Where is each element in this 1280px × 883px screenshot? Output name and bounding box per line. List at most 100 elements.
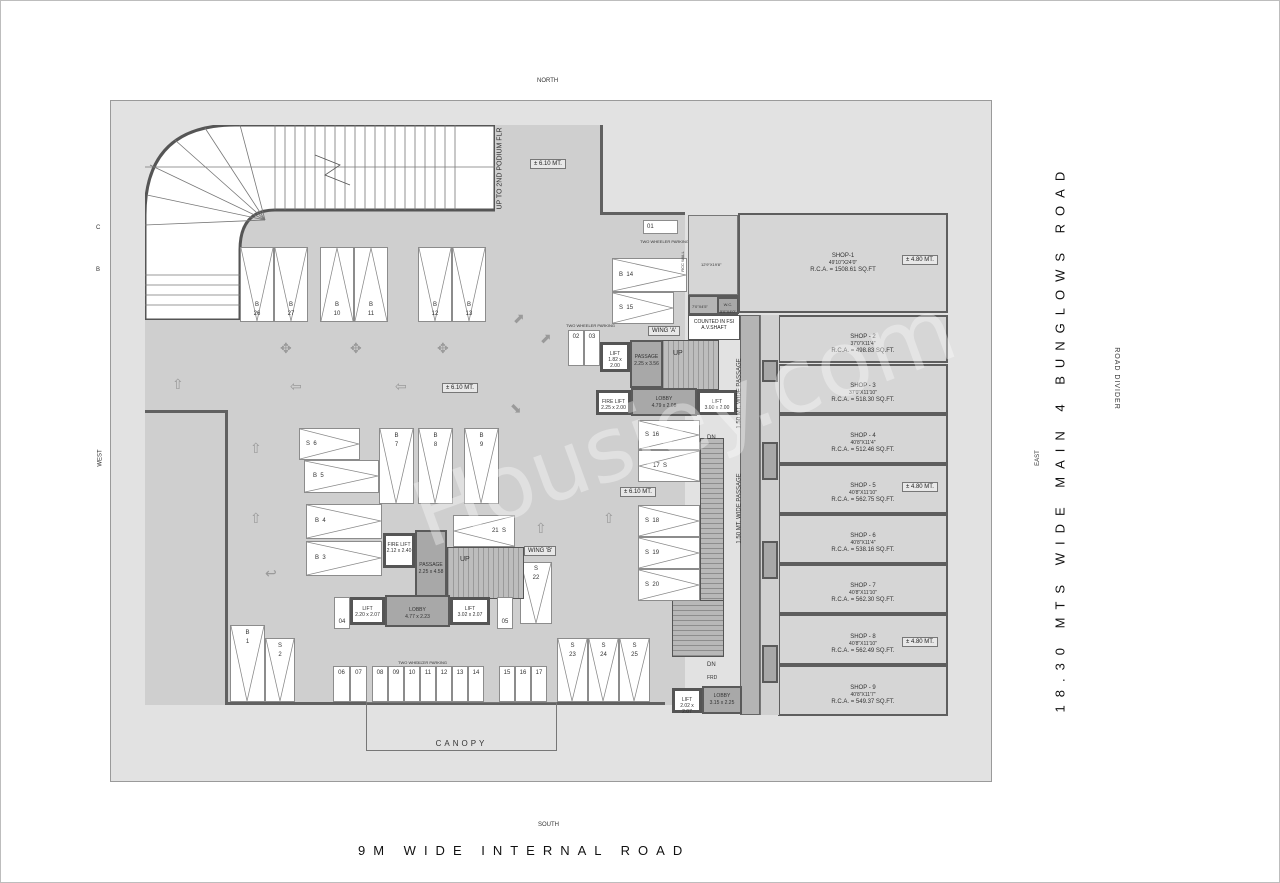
lift-east: LIFT 2.02 x 2.07 <box>672 688 702 715</box>
wall <box>600 212 685 215</box>
two-wheeler-bay: 06 <box>333 666 350 702</box>
level-marker: ± 4.80 MT. <box>902 255 938 265</box>
two-wheeler-bay: 11 <box>420 666 436 702</box>
east-staircase-lower <box>672 600 724 657</box>
frd-label: FRD <box>707 675 718 681</box>
two-wheeler-bay: 03 <box>584 330 600 366</box>
wing-a-passage: PASSAGE 2.25 x 3.56 <box>630 340 663 388</box>
passage-label: 1.50 MT. WIDE PASSAGE <box>736 358 743 429</box>
traffic-arrow-icon: ⬈ <box>540 330 552 346</box>
south-road-label: 9M WIDE INTERNAL ROAD <box>358 843 691 858</box>
ramp <box>143 123 497 322</box>
wc-room <box>762 645 778 683</box>
wing-a-staircase <box>662 340 719 390</box>
parking-floor-west <box>145 325 235 410</box>
wall <box>225 702 665 705</box>
two-wheeler-bay: 01 <box>643 220 678 234</box>
east-staircase <box>700 438 724 605</box>
traffic-arrow-icon: ⇧ <box>172 376 184 392</box>
dn-label: DN <box>707 662 716 668</box>
corner-room: 12'9"X19'8" <box>688 215 738 295</box>
up-label: UP <box>460 556 470 563</box>
wc-room <box>762 360 778 382</box>
parking-bay: 17 S <box>638 450 700 482</box>
traffic-arrow-icon: ✥ <box>280 340 292 356</box>
two-wheeler-bay: 09 <box>388 666 404 702</box>
two-wheeler-bay: 08 <box>372 666 388 702</box>
parking-bay: S 6 <box>299 428 360 460</box>
parking-bay: S 18 <box>638 505 700 537</box>
two-wheeler-bay: 15 <box>499 666 515 702</box>
parking-bay: S 16 <box>638 420 700 450</box>
traffic-arrow-icon: ✥ <box>350 340 362 356</box>
lift-wing-b-left: LIFT 2.20 x 2.07 <box>350 597 385 625</box>
wall <box>145 410 227 413</box>
east-passage <box>740 315 760 715</box>
parking-bay: B 5 <box>304 460 379 493</box>
ramp-label: UP TO 2ND PODIUM FLR <box>496 127 504 210</box>
two-wheeler-bay: 04 <box>334 597 350 629</box>
two-wheeler-bay: 14 <box>468 666 484 702</box>
traffic-arrow-icon: ↩ <box>265 565 277 581</box>
wing-a-lobby: LOBBY 4.79 x 2.08 <box>631 388 697 416</box>
two-wheeler-label: TWO WHEELER PARKING <box>566 323 616 328</box>
parking-bay: B 14 <box>612 258 687 292</box>
parking-bay: S 20 <box>638 569 700 601</box>
up-label: UP <box>673 350 683 357</box>
two-wheeler-bay: 05 <box>497 597 513 629</box>
wing-b-staircase <box>447 547 524 599</box>
level-marker: ± 6.10 MT. <box>442 383 478 393</box>
fire-lift-wing-a: FIRE LIFT 2.25 x 2.00 <box>596 390 631 415</box>
two-wheeler-bay: 12 <box>436 666 452 702</box>
two-wheeler-row-c: 15 16 17 <box>499 666 547 702</box>
wing-b-passage: PASSAGE 2.25 x 4.58 <box>415 530 447 598</box>
road-divider-label: ROAD DIVIDER <box>1112 347 1120 410</box>
two-wheeler-bay: 10 <box>404 666 420 702</box>
rcc-wall-label: RCC WALL <box>679 251 685 272</box>
traffic-arrow-icon: ⇧ <box>250 440 262 456</box>
parking-bay: S 15 <box>612 292 674 324</box>
traffic-arrow-icon: ⬊ <box>510 400 522 416</box>
traffic-arrow-icon: ⇔ <box>413 653 427 669</box>
lift-wing-a-small: LIFT 1.82 x 2.00 <box>600 342 630 372</box>
wc-room <box>762 541 778 579</box>
passage-label: 1.50 MT. WIDE PASSAGE <box>736 473 743 544</box>
level-marker: ± 6.10 MT. <box>620 487 656 497</box>
east-lobby: LOBBY 3.15 x 2.25 <box>702 686 742 714</box>
parking-bay: 21 S <box>453 515 515 547</box>
traffic-arrow-icon: ⬈ <box>513 310 525 326</box>
wall <box>600 125 603 215</box>
two-wheeler-label: TWO WHEELER PARKING <box>398 660 448 665</box>
two-wheeler-bay: 17 <box>531 666 547 702</box>
traffic-arrow-icon: ⇧ <box>535 520 547 536</box>
north-label: NORTH <box>537 78 559 84</box>
west-label: WEST <box>97 449 104 467</box>
grid-c-label: C <box>96 225 101 231</box>
grid-b-label: B <box>96 267 101 273</box>
two-wheeler-bay: 16 <box>515 666 531 702</box>
traffic-arrow-icon: ⇧ <box>603 510 615 526</box>
level-marker: ± 4.80 MT. <box>902 482 938 492</box>
parking-bay: B 4 <box>306 504 382 539</box>
dn-label: DN <box>707 435 716 441</box>
shop-wc-strip <box>760 315 779 715</box>
fire-lift-wing-b: FIRE LIFT 2.12 x 2.40 <box>383 533 415 568</box>
traffic-arrow-icon: ⇧ <box>250 510 262 526</box>
